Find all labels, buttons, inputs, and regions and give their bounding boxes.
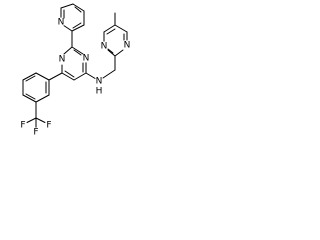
bond — [73, 72, 87, 81]
bond — [22, 94, 37, 103]
atom-label-methylpyrimidine-n-top: N — [99, 41, 109, 52]
bond — [72, 3, 85, 12]
bond — [71, 46, 84, 55]
atom-label-pyridine-n: N — [56, 17, 66, 28]
bond — [35, 72, 50, 81]
bond — [25, 93, 36, 100]
atom-symbol: F — [46, 121, 51, 131]
bond — [61, 72, 75, 81]
atom-symbol: F — [33, 128, 38, 138]
atom-label-pyrimidine-n-bottom: N — [57, 54, 67, 65]
phenyl-ring — [22, 72, 50, 103]
atom-symbol: N — [101, 42, 108, 52]
atom-symbol: N — [83, 54, 90, 64]
atom-label-fluorine-left: F — [18, 120, 28, 131]
atom-symbol: N — [59, 55, 66, 65]
bond — [35, 94, 50, 103]
atom-symbol: N — [124, 41, 131, 51]
bond — [60, 3, 74, 9]
atom-symbol: H — [96, 87, 103, 97]
bond — [106, 28, 116, 35]
bond — [107, 48, 114, 54]
bond — [48, 72, 63, 81]
methylpyrimidine-ring — [103, 12, 128, 57]
bond — [85, 72, 97, 80]
pyrimidine-ring — [61, 46, 87, 81]
bond — [114, 24, 128, 33]
bond — [63, 46, 73, 55]
bond — [64, 70, 75, 78]
bond — [71, 24, 85, 32]
trifluoromethyl-group — [25, 101, 47, 129]
bond — [22, 72, 37, 81]
atom-label-fluorine-right: F — [44, 120, 54, 131]
atom-label-amine-nh: N H — [94, 76, 104, 97]
bond — [72, 22, 82, 29]
chemical-structure: N N N N H N N F F — [0, 0, 150, 165]
bond — [73, 49, 82, 56]
bond — [62, 24, 73, 32]
bond — [114, 49, 124, 57]
atom-symbol: N — [96, 77, 103, 87]
atom-symbol: N — [58, 18, 65, 28]
bond — [107, 49, 116, 57]
bond — [102, 69, 116, 79]
bond — [25, 75, 36, 82]
bond — [103, 24, 116, 33]
atom-symbol: F — [20, 121, 25, 131]
atom-label-pyrimidine-n-top: N — [81, 53, 91, 64]
bond — [25, 117, 37, 124]
bond — [35, 117, 47, 124]
structure-drawing: N N N N H N N F F — [18, 3, 132, 138]
atom-label-methylpyrimidine-n-bottom: N — [122, 40, 132, 51]
bond — [74, 6, 82, 13]
pyridine-ring — [60, 3, 85, 32]
atom-label-fluorine-bottom: F — [31, 127, 41, 138]
